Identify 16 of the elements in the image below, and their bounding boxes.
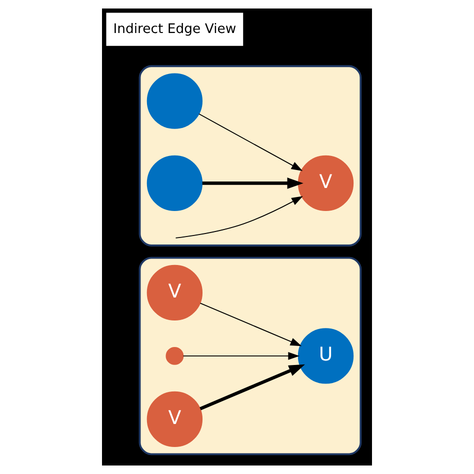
node-circle	[146, 73, 203, 129]
node-circle	[166, 346, 184, 365]
arrow	[182, 352, 300, 360]
arrow	[200, 364, 305, 410]
arrow	[175, 196, 303, 238]
arrow	[202, 178, 304, 189]
cluster	[138, 256, 362, 456]
cluster	[138, 65, 362, 246]
node-circle: V	[146, 264, 203, 321]
arrow	[200, 302, 302, 346]
node-circle: U	[298, 328, 354, 384]
node-circle: V	[146, 391, 203, 448]
node-circle	[146, 155, 203, 212]
node-box: Indirect Edge View	[105, 12, 244, 47]
node-circle: V	[298, 155, 354, 212]
arrow	[198, 113, 303, 171]
